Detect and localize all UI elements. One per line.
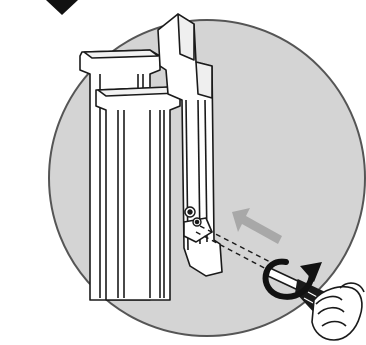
stand-post-front bbox=[96, 87, 180, 300]
down-arrow-icon bbox=[46, 0, 78, 15]
